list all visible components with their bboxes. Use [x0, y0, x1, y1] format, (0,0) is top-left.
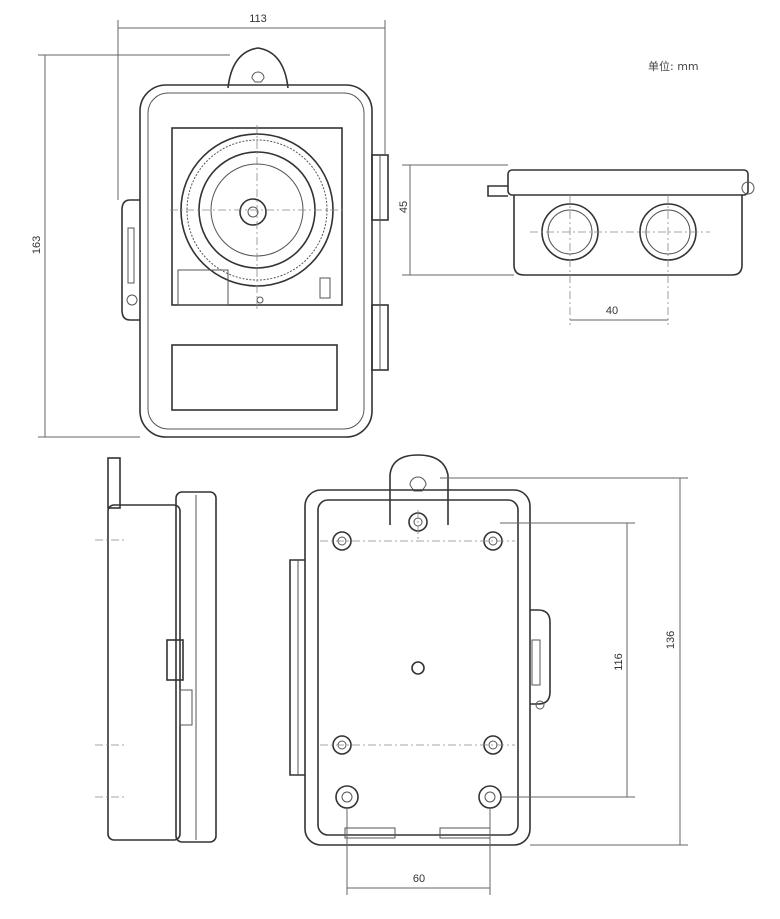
hanger-tab: [227, 47, 289, 89]
dim-back-horizontal-spacing: 60: [413, 873, 425, 885]
side-view-left: [95, 457, 217, 843]
label-window: [171, 344, 338, 411]
back-body: [304, 489, 531, 846]
dim-back-vertical-spacing: 116: [613, 653, 625, 671]
dim-knockout-spacing: 40: [606, 305, 618, 317]
left-latch: [121, 199, 140, 321]
back-hanger: [389, 454, 449, 525]
dim-side-depth: 45: [398, 201, 410, 213]
front-body: [139, 84, 373, 438]
dim-back-height: 136: [665, 631, 677, 649]
front-view: 113 163: [31, 13, 389, 438]
back-view: 136 116 60: [289, 454, 688, 895]
unit-label: 单位: mm: [648, 59, 699, 73]
mounting-holes: [332, 512, 503, 809]
dim-front-height: 163: [31, 236, 43, 254]
dim-front-width: 113: [249, 13, 267, 25]
side-view-top: 45 40: [398, 164, 755, 325]
